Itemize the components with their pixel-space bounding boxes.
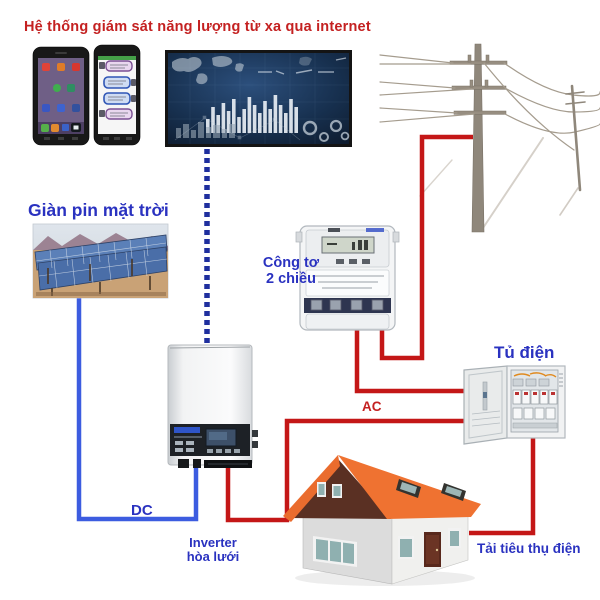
cabinet-wiring	[513, 372, 557, 378]
inverter-side-knobs	[252, 430, 258, 448]
dc-wire-label: DC	[131, 502, 153, 519]
ac-wire-cabinet-to-house	[469, 438, 536, 536]
meter-lcd-digits	[327, 240, 368, 250]
meter-terminal-strip	[304, 298, 391, 313]
pole-secondary	[559, 84, 586, 216]
cabinet-door-lock	[483, 392, 487, 398]
skylight-windows	[396, 479, 466, 501]
meter-model-mark	[366, 228, 384, 232]
dashboard-sparklines	[258, 57, 347, 75]
dc-wire-solar-to-inverter	[76, 294, 199, 522]
dashboard-network-graphic	[174, 115, 301, 141]
solar-array-label: Giàn pin mặt trời	[28, 200, 169, 220]
meter-buttons	[336, 259, 370, 264]
load-label: Tải tiêu thụ điện	[477, 541, 581, 556]
inverter-bottom-connectors	[178, 459, 252, 468]
ac-wire-label: AC	[362, 399, 382, 414]
world-map-graphic	[172, 56, 312, 85]
side-window-2	[448, 528, 461, 548]
electrical-cabinet-graphic	[463, 365, 566, 445]
meter-label-line2: 2 chiều	[266, 270, 316, 287]
pole-mast	[471, 43, 485, 233]
front-window	[313, 536, 357, 567]
roof-left-slope	[283, 455, 340, 522]
ac-wire-inverter-to-cabinet	[225, 418, 464, 523]
cabinet-label: Tủ điện	[494, 343, 555, 362]
ac-wire-pole-to-meter	[379, 134, 473, 361]
pole-wires-right	[483, 62, 600, 151]
dashboard-monitor	[165, 50, 352, 147]
house-graphic	[283, 455, 481, 586]
solar-panels	[34, 234, 168, 296]
meter-label-line1: Công tơ	[262, 255, 320, 271]
phone-chat-nav-buttons	[103, 137, 132, 140]
dock-icons	[41, 123, 81, 132]
pole-wires-left	[379, 54, 475, 123]
inverter-label-line1: Inverter	[189, 535, 237, 550]
meter-terminals	[310, 299, 384, 311]
meter-brand-mark	[328, 228, 340, 232]
inverter-brand-badge	[174, 427, 200, 433]
gear-icons	[302, 119, 350, 142]
house-door	[424, 532, 441, 567]
power-pole-graphic	[379, 43, 600, 233]
ac-wire-meter-to-cabinet	[354, 330, 464, 394]
dashboard-skyline-graphic	[176, 122, 235, 138]
pole-shadow	[480, 137, 544, 232]
phone-apps-nav-buttons	[44, 137, 78, 140]
solar-array-image	[32, 223, 169, 299]
meter-label: Công tơ 2 chiều	[250, 255, 332, 287]
inverter-label-line2: hòa lưới	[186, 548, 240, 564]
inverter-keypad	[207, 449, 240, 453]
diagram-title: Hệ thống giám sát năng lượng từ xa qua i…	[24, 19, 371, 35]
inverter-panel-buttons	[175, 441, 194, 452]
smartphone-apps	[32, 46, 90, 146]
panel-shadow	[36, 292, 166, 296]
cabinet-vents	[559, 373, 563, 387]
pole-stay-wire	[419, 159, 453, 197]
monitor-bars	[206, 95, 298, 133]
smartphone-chat	[93, 44, 141, 146]
inverter-label: Inverter hòa lưới	[179, 536, 247, 563]
app-icons	[42, 63, 80, 112]
inverter-graphic	[167, 344, 258, 468]
energy-meter-graphic	[295, 225, 400, 331]
chat-bubbles	[99, 60, 136, 120]
gable-windows	[317, 482, 342, 498]
circuit-breakers	[512, 389, 558, 429]
cabinet-top-devices	[512, 378, 550, 387]
side-window	[398, 536, 414, 559]
chat-avatar	[99, 62, 105, 69]
